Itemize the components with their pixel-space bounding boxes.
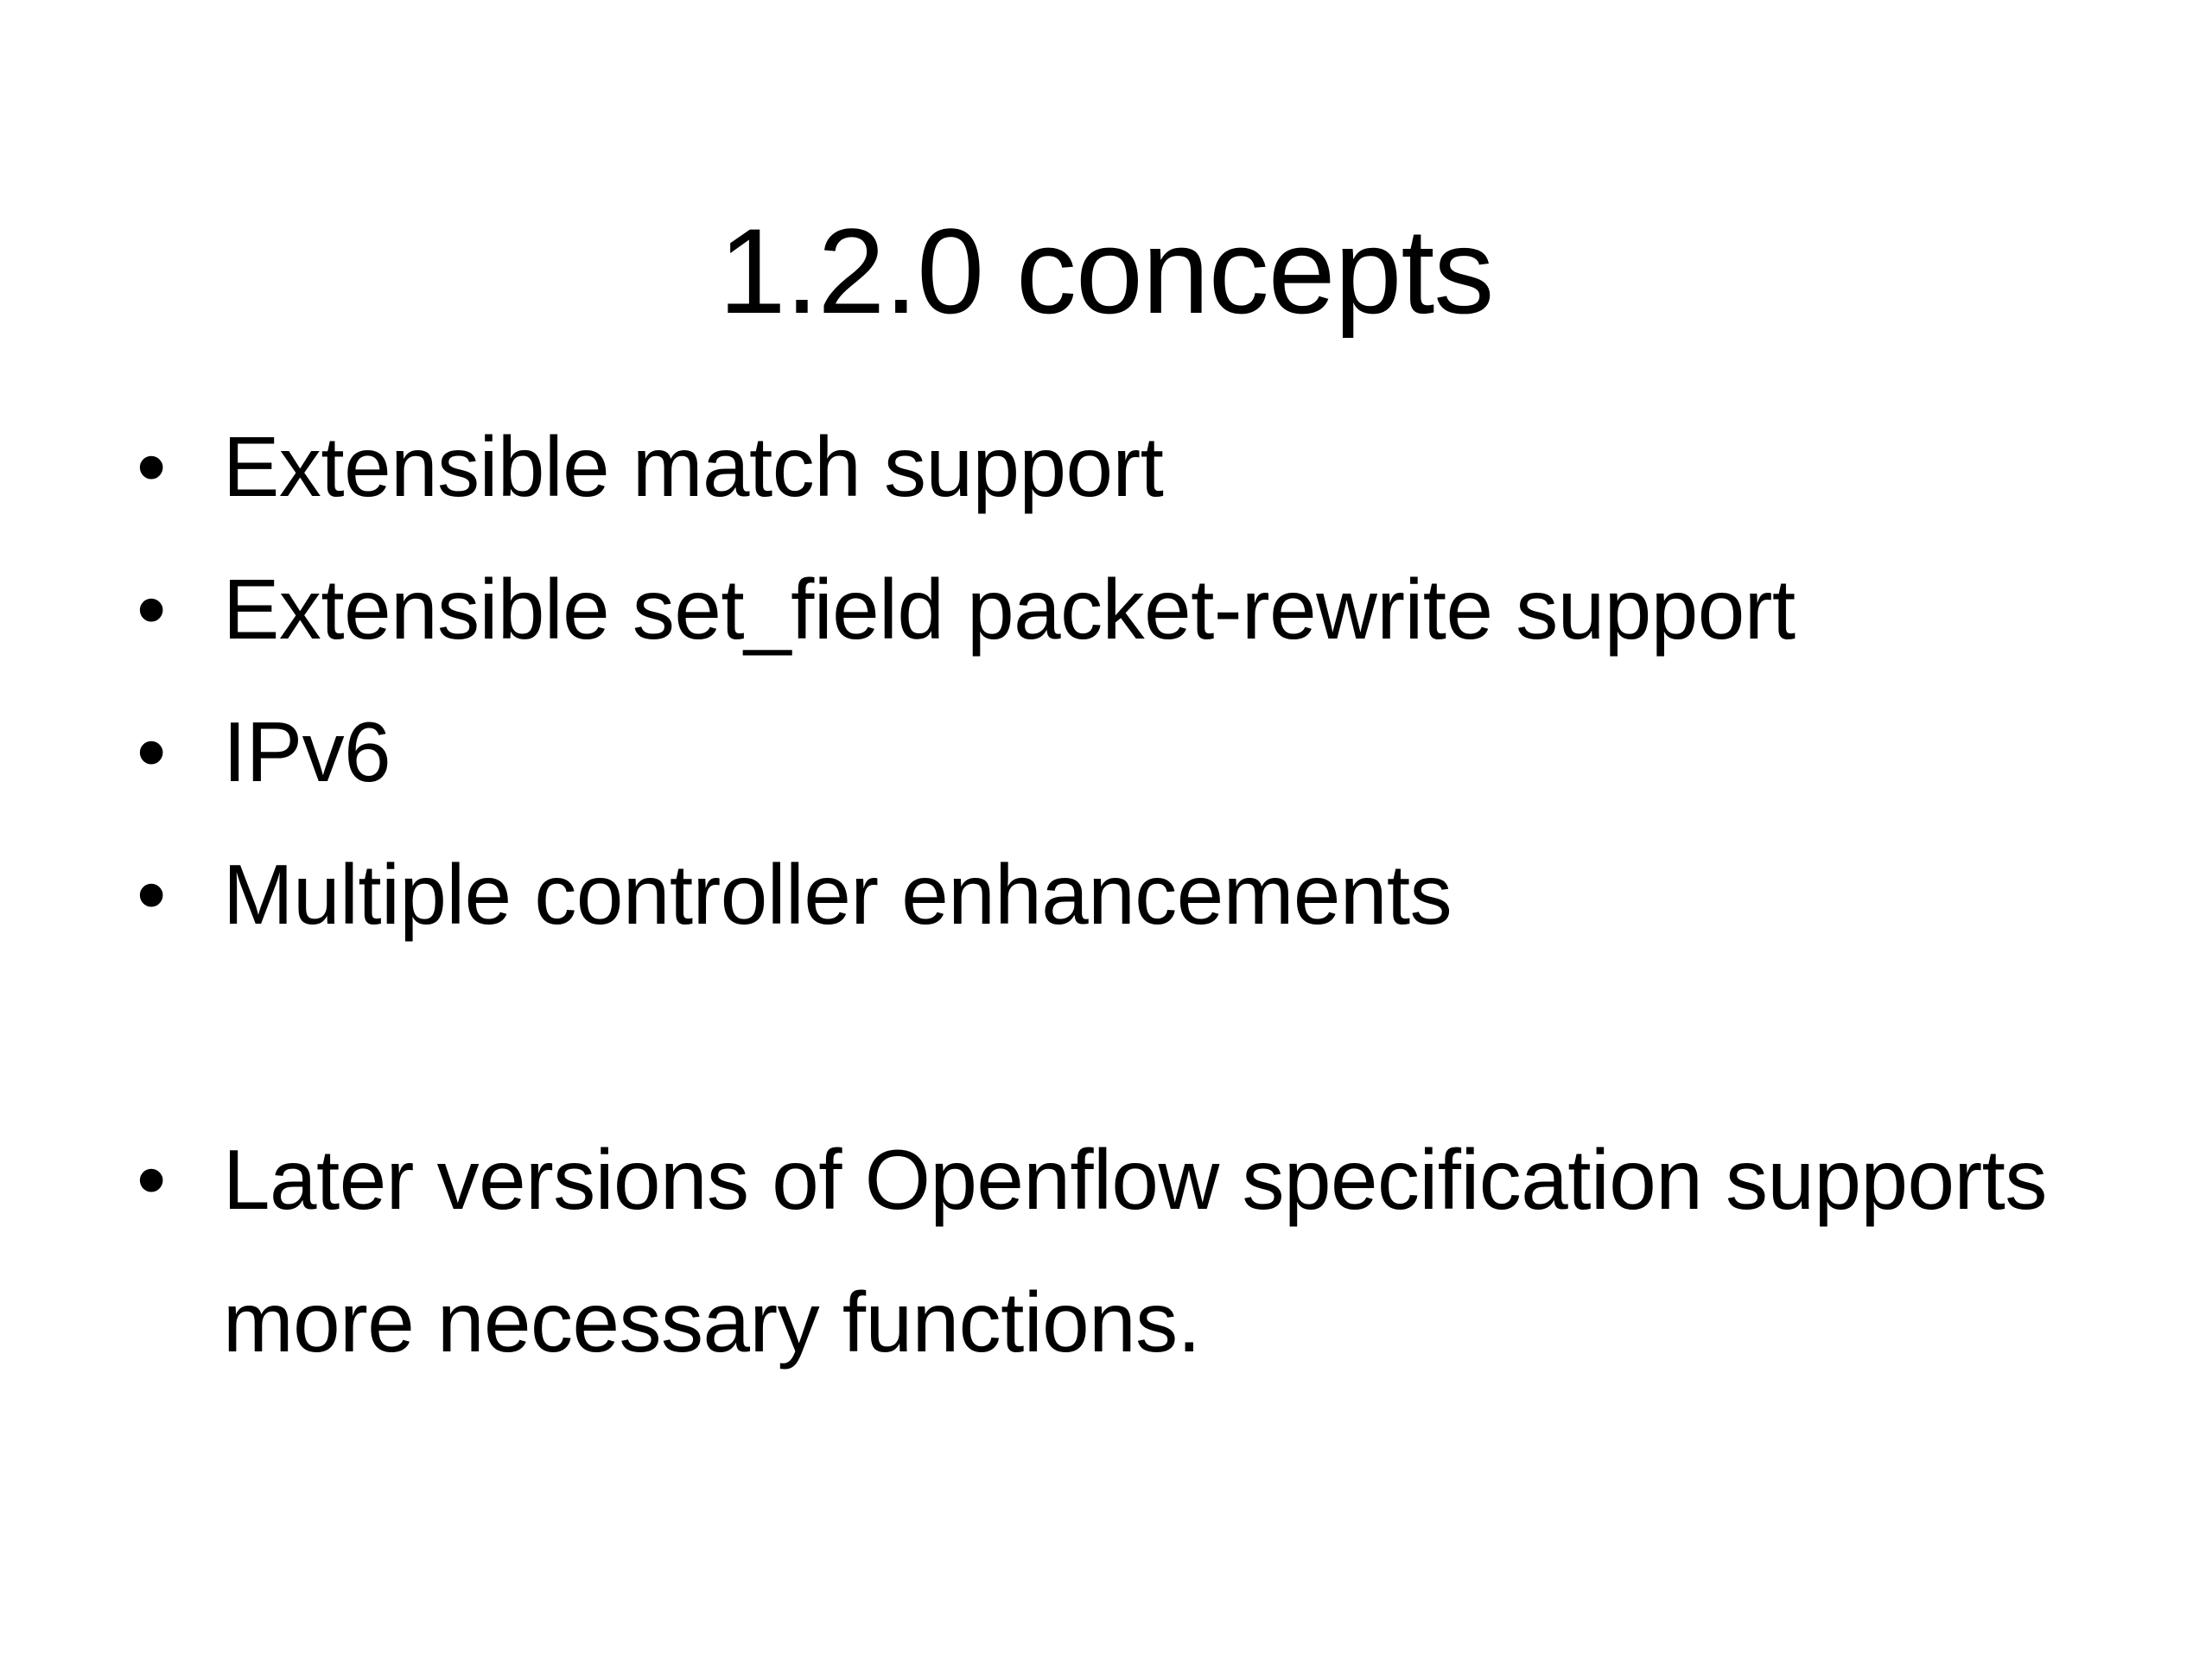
list-item-label: Extensible match support xyxy=(223,419,1164,514)
list-item: • Multiple controller enhancements xyxy=(130,823,2100,966)
list-item: • Later versions of Openflow specificati… xyxy=(130,1109,2100,1394)
page-title: 1.2.0 concepts xyxy=(718,202,1495,339)
bullet-point-icon: • xyxy=(137,704,166,799)
list-item: • Extensible match support xyxy=(130,396,2100,538)
list-item: • IPv6 xyxy=(130,681,2100,823)
list-item-label: IPv6 xyxy=(223,704,391,799)
bullet-point-icon: • xyxy=(137,562,166,657)
bullet-point-icon: • xyxy=(137,419,166,514)
list-item-label: Multiple controller enhancements xyxy=(223,847,1452,942)
list-item: • Extensible set_field packet-rewrite su… xyxy=(130,538,2100,681)
list-item-label: Extensible set_field packet-rewrite supp… xyxy=(223,562,1796,657)
blank-line-spacer xyxy=(130,966,2100,1109)
bullet-point-icon: • xyxy=(137,1132,166,1227)
bullet-point-icon: • xyxy=(137,847,166,942)
list-item-label: Later versions of Openflow specification… xyxy=(223,1132,2047,1370)
bullet-list: • Extensible match support • Extensible … xyxy=(130,396,2100,1394)
